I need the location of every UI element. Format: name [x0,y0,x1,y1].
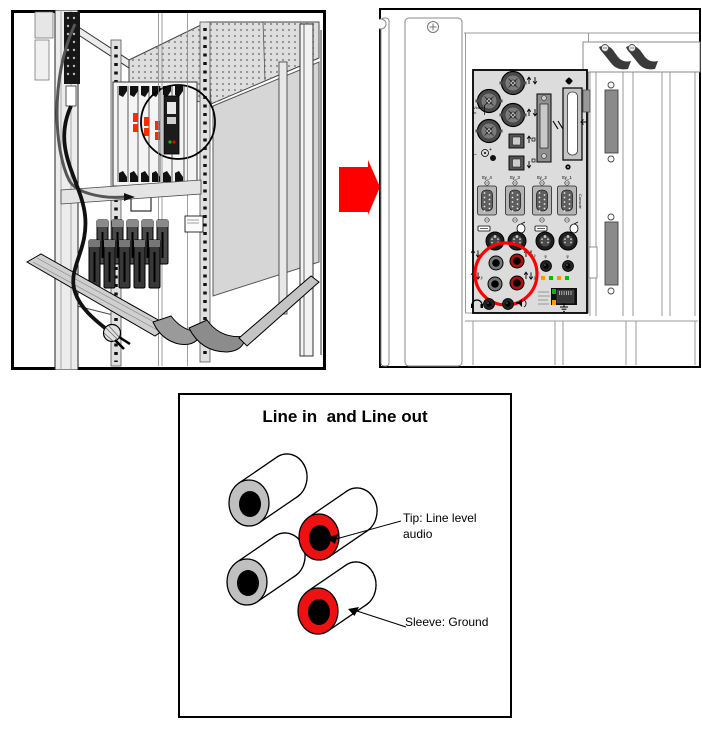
ps2-port [535,231,555,251]
scsi-connector [604,213,619,295]
blank-panels-left [379,17,463,367]
io-panel-illustration: ♪ [379,8,701,368]
cross-beam [60,179,202,205]
serial-port [477,185,497,216]
mic-jack [562,260,574,272]
ethernet-legend-text [538,291,550,305]
digital-media-connector [536,93,552,163]
interconnect-port [562,87,583,161]
rca-plug-red-line-in [298,487,378,561]
double-slash-icon [552,120,564,130]
disk-modules [88,219,169,289]
signal-cable [55,23,126,199]
psu-box [184,215,204,233]
cable-arrowhead [124,193,135,201]
left-arrow-icon [580,119,587,125]
card-cage [112,81,198,212]
rca-connectors-diagram [226,453,407,635]
svg-text:Video: Video [473,105,484,110]
locking-handle [626,44,658,70]
svg-text:–: – [474,152,477,158]
card-latches-bottom [119,171,183,182]
base-bumper [25,253,320,353]
power-plug [102,323,131,350]
rca-jack-line-out-right [509,275,525,291]
line-in-out-callout-box: Line in and Line out [178,393,512,718]
power-cable [62,105,107,330]
keyboard-icon [477,225,491,232]
genlock-trim-connector: – + [474,147,496,161]
power-strip [64,12,80,107]
status-leds [541,276,569,280]
sleeve-callout-label: Sleeve: Ground [405,615,489,629]
io-module-card [163,95,180,155]
headphone-jack [483,298,495,310]
rca-jack-line-out-left [487,276,503,292]
svg-text:tty_1: tty_1 [562,175,572,180]
lock-icon [565,77,573,85]
serial-port-labels: tty_4 tty_3 tty_2 tty_1 [482,175,572,180]
svg-text:In: In [473,110,476,115]
video-in-label: Video In [473,105,485,115]
chassis-lines [464,32,699,365]
tip-callout-label: Tip: Line level audio [403,511,477,541]
edge-tab [582,89,591,113]
io-module-highlight-circle [140,84,216,160]
headphone-icon [471,299,483,308]
panel-screw [427,21,439,33]
panel-tab [588,246,598,279]
svg-text:+: + [489,147,492,153]
rca-jack-line-in-left [488,255,504,271]
zoom-arrow [339,160,380,215]
keyboard-icon [534,225,548,232]
speaker-icon [516,299,527,308]
rca-jack-line-in-right [509,253,525,269]
serial-port [557,185,577,216]
mounting-rail-right [199,21,211,363]
serial-port [532,185,552,216]
ethernet-port [551,288,577,305]
handle-bar [582,41,701,73]
mouse-icon [569,221,579,234]
serial-port [505,185,525,216]
rca-plug-gray [228,453,308,527]
ground-icon [560,303,568,312]
svg-text:tty_3: tty_3 [510,175,520,180]
screw-icon [565,164,571,170]
zoom-arrow-shape [339,160,380,215]
microphone-icon: ♀ [565,254,570,261]
rack-illustration [11,10,326,370]
svg-text:tty_4: tty_4 [482,175,492,180]
speaker-jack [502,298,514,310]
mic-jack [540,260,552,272]
mouse-icon [516,221,526,234]
rca-plug-gray [226,532,306,606]
ps2-port [558,231,578,251]
locking-handle [599,44,631,70]
rca-plug-red-line-out [297,561,377,635]
io-panel: Video In – + [471,69,591,314]
tip-callout-arrow [327,520,402,544]
sleeve-callout-arrow [348,607,407,628]
scsi-connector [604,81,619,163]
optical-audio-port [508,155,536,171]
optical-audio-port [508,133,536,149]
callout-title: Line in and Line out [262,407,428,426]
microphone-icon: ♀ [543,254,548,261]
console-label: Console [578,194,583,209]
svg-text:tty_2: tty_2 [537,175,547,180]
